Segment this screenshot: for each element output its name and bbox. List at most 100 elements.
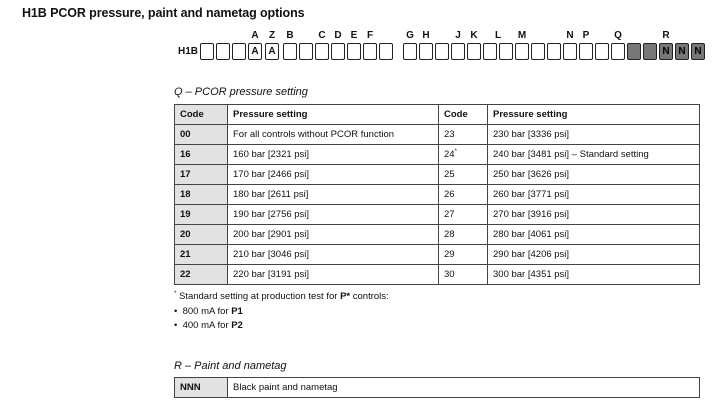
bullet-item: • 800 mA for P1 — [174, 306, 243, 317]
description-cell: Black paint and nametag — [227, 377, 700, 398]
column-letter: E — [350, 30, 358, 41]
column-letter: L — [494, 30, 502, 41]
table-row: 16 160 bar [2321 psi] 24* 240 bar [3481 … — [174, 144, 700, 165]
paint-nametag-table: NNN Black paint and nametag — [174, 377, 700, 398]
code-box-r: N — [675, 43, 689, 60]
code-box — [531, 43, 545, 60]
page-heading: H1B PCOR pressure, paint and nametag opt… — [22, 6, 305, 20]
column-letter: D — [334, 30, 342, 41]
footnote-text: Standard setting at production test for — [178, 291, 341, 303]
pressure-cell: 220 bar [3191 psi] — [227, 264, 439, 285]
footnote-bold: P* — [340, 291, 351, 303]
bullet-item: • 400 mA for P2 — [174, 320, 243, 331]
column-letter: N — [566, 30, 574, 41]
code-box — [283, 43, 297, 60]
code-box-q — [627, 43, 641, 60]
pressure-cell: 280 bar [4061 psi] — [487, 224, 700, 245]
pcor-pressure-table: Code Pressure setting Code Pressure sett… — [174, 104, 700, 285]
pressure-cell: 180 bar [2611 psi] — [227, 184, 439, 205]
pressure-cell: 240 bar [3481 psi] – Standard setting — [487, 144, 700, 165]
code-box-q — [643, 43, 657, 60]
column-letter: F — [366, 30, 374, 41]
bullet-text: 400 mA for — [182, 320, 232, 331]
column-letter: A — [251, 30, 259, 41]
code-box — [200, 43, 214, 60]
table-row: 22 220 bar [3191 psi] 30 300 bar [4351 p… — [174, 264, 700, 285]
header-code: Code — [174, 104, 228, 125]
code-box — [467, 43, 481, 60]
code-cell: 16 — [174, 144, 228, 165]
header-pressure-setting: Pressure setting — [487, 104, 700, 125]
model-code-prefix: H1B — [178, 46, 199, 57]
code-cell: 18 — [174, 184, 228, 205]
code-box — [451, 43, 465, 60]
table-row: 00 For all controls without PCOR functio… — [174, 124, 700, 145]
code-box — [232, 43, 246, 60]
table-header-row: Code Pressure setting Code Pressure sett… — [174, 104, 700, 125]
code-box — [347, 43, 361, 60]
code-value: 24 — [444, 149, 455, 161]
header-code: Code — [438, 104, 488, 125]
section-q-title: Q – PCOR pressure setting — [174, 86, 308, 98]
code-cell: 17 — [174, 164, 228, 185]
code-box — [499, 43, 513, 60]
code-box — [435, 43, 449, 60]
code-box — [299, 43, 313, 60]
code-box-r: N — [691, 43, 705, 60]
bullet-bold: P2 — [231, 320, 243, 331]
pressure-cell: 300 bar [4351 psi] — [487, 264, 700, 285]
code-box-a: A — [248, 43, 262, 60]
bullet-icon: • — [174, 306, 183, 317]
table-row: 18 180 bar [2611 psi] 26 260 bar [3771 p… — [174, 184, 700, 205]
pressure-cell: 260 bar [3771 psi] — [487, 184, 700, 205]
code-cell: 23 — [438, 124, 488, 145]
code-box-a: A — [265, 43, 279, 60]
header-pressure-setting: Pressure setting — [227, 104, 439, 125]
code-cell: 29 — [438, 244, 488, 265]
code-box-r: N — [659, 43, 673, 60]
code-cell: 00 — [174, 124, 228, 145]
code-box — [216, 43, 230, 60]
code-box — [379, 43, 393, 60]
bullet-bold: P1 — [231, 306, 243, 317]
bullet-icon: • — [174, 320, 183, 331]
code-box — [419, 43, 433, 60]
pressure-cell: 170 bar [2466 psi] — [227, 164, 439, 185]
footnote-mark: * — [454, 148, 457, 155]
footnote-mark: * — [174, 291, 177, 297]
column-letter: C — [318, 30, 326, 41]
table-row: 21 210 bar [3046 psi] 29 290 bar [4206 p… — [174, 244, 700, 265]
pressure-cell: 190 bar [2756 psi] — [227, 204, 439, 225]
column-letter: R — [662, 30, 670, 41]
pressure-cell: 250 bar [3626 psi] — [487, 164, 700, 185]
code-box — [363, 43, 377, 60]
column-letter: G — [406, 30, 414, 41]
code-cell: 22 — [174, 264, 228, 285]
pressure-cell: For all controls without PCOR function — [227, 124, 439, 145]
code-box — [483, 43, 497, 60]
pressure-cell: 270 bar [3916 psi] — [487, 204, 700, 225]
column-letter: B — [286, 30, 294, 41]
code-box — [331, 43, 345, 60]
table-row: NNN Black paint and nametag — [174, 377, 700, 398]
code-cell: NNN — [174, 377, 228, 398]
code-cell: 21 — [174, 244, 228, 265]
pressure-cell: 210 bar [3046 psi] — [227, 244, 439, 265]
table-row: 17 170 bar [2466 psi] 25 250 bar [3626 p… — [174, 164, 700, 185]
code-cell: 20 — [174, 224, 228, 245]
column-letter: J — [455, 30, 461, 41]
code-cell: 26 — [438, 184, 488, 205]
column-letter: Q — [614, 30, 622, 41]
pressure-cell: 200 bar [2901 psi] — [227, 224, 439, 245]
code-box — [595, 43, 609, 60]
code-box — [315, 43, 329, 60]
code-cell: 30 — [438, 264, 488, 285]
code-cell: 24* — [438, 144, 488, 165]
code-cell: 25 — [438, 164, 488, 185]
code-box — [611, 43, 625, 60]
code-cell: 19 — [174, 204, 228, 225]
table-row: 19 190 bar [2756 psi] 27 270 bar [3916 p… — [174, 204, 700, 225]
column-letter: M — [517, 30, 527, 41]
column-letter: K — [470, 30, 478, 41]
